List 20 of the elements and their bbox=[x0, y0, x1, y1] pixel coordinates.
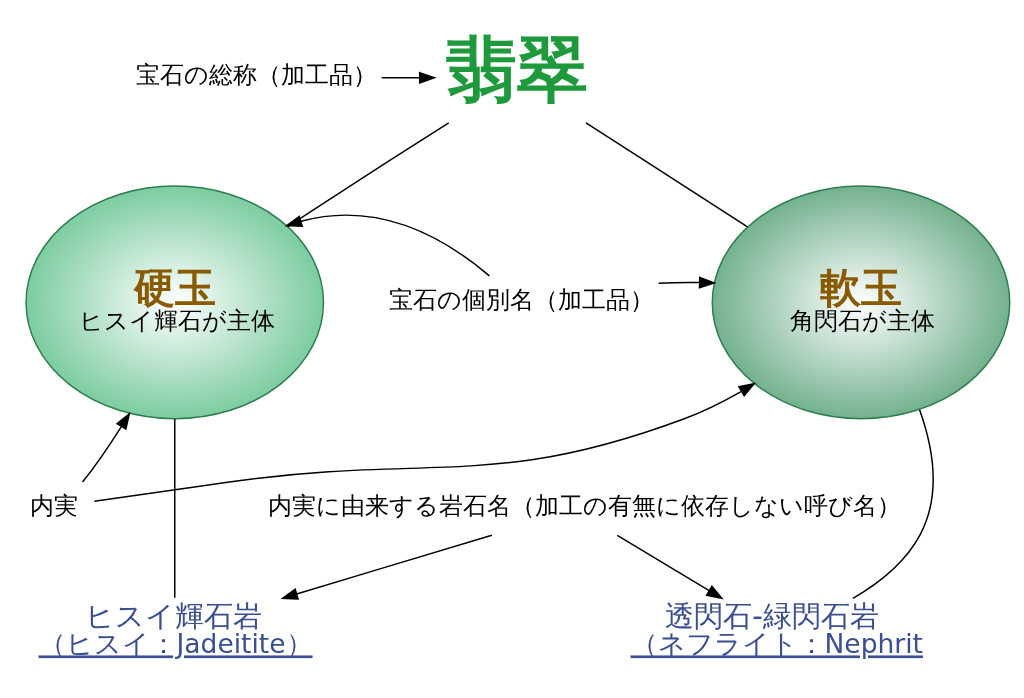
node-ellipse: 硬玉 ヒスイ輝石が主体 bbox=[25, 184, 325, 419]
node-text: 内実 bbox=[30, 491, 79, 520]
node-text: 透閃石-緑閃石岩 （ネフライト：Nephrit bbox=[630, 598, 923, 659]
node-text: 内実に由来する岩石名（加工の有無に依存しない呼び名） bbox=[268, 491, 902, 520]
node-text: ヒスイ輝石岩 （ヒスイ：Jadeitite） bbox=[38, 598, 313, 659]
connector bbox=[852, 408, 934, 599]
arrow bbox=[657, 275, 717, 289]
arrow bbox=[93, 382, 757, 502]
connector bbox=[585, 121, 749, 228]
connector bbox=[287, 121, 450, 227]
node-text: 宝石の個別名（加工品） bbox=[389, 285, 655, 314]
node-text: 翡翠 bbox=[446, 27, 589, 111]
arrow bbox=[381, 71, 437, 84]
arrow bbox=[284, 213, 491, 277]
connector bbox=[174, 417, 176, 598]
arrow bbox=[616, 534, 724, 599]
node-ellipse: 軟玉 角閃石が主体 bbox=[711, 184, 1011, 419]
arrow bbox=[280, 533, 493, 600]
node-text: 宝石の総称（加工品） bbox=[135, 60, 377, 89]
arrow bbox=[81, 411, 131, 483]
